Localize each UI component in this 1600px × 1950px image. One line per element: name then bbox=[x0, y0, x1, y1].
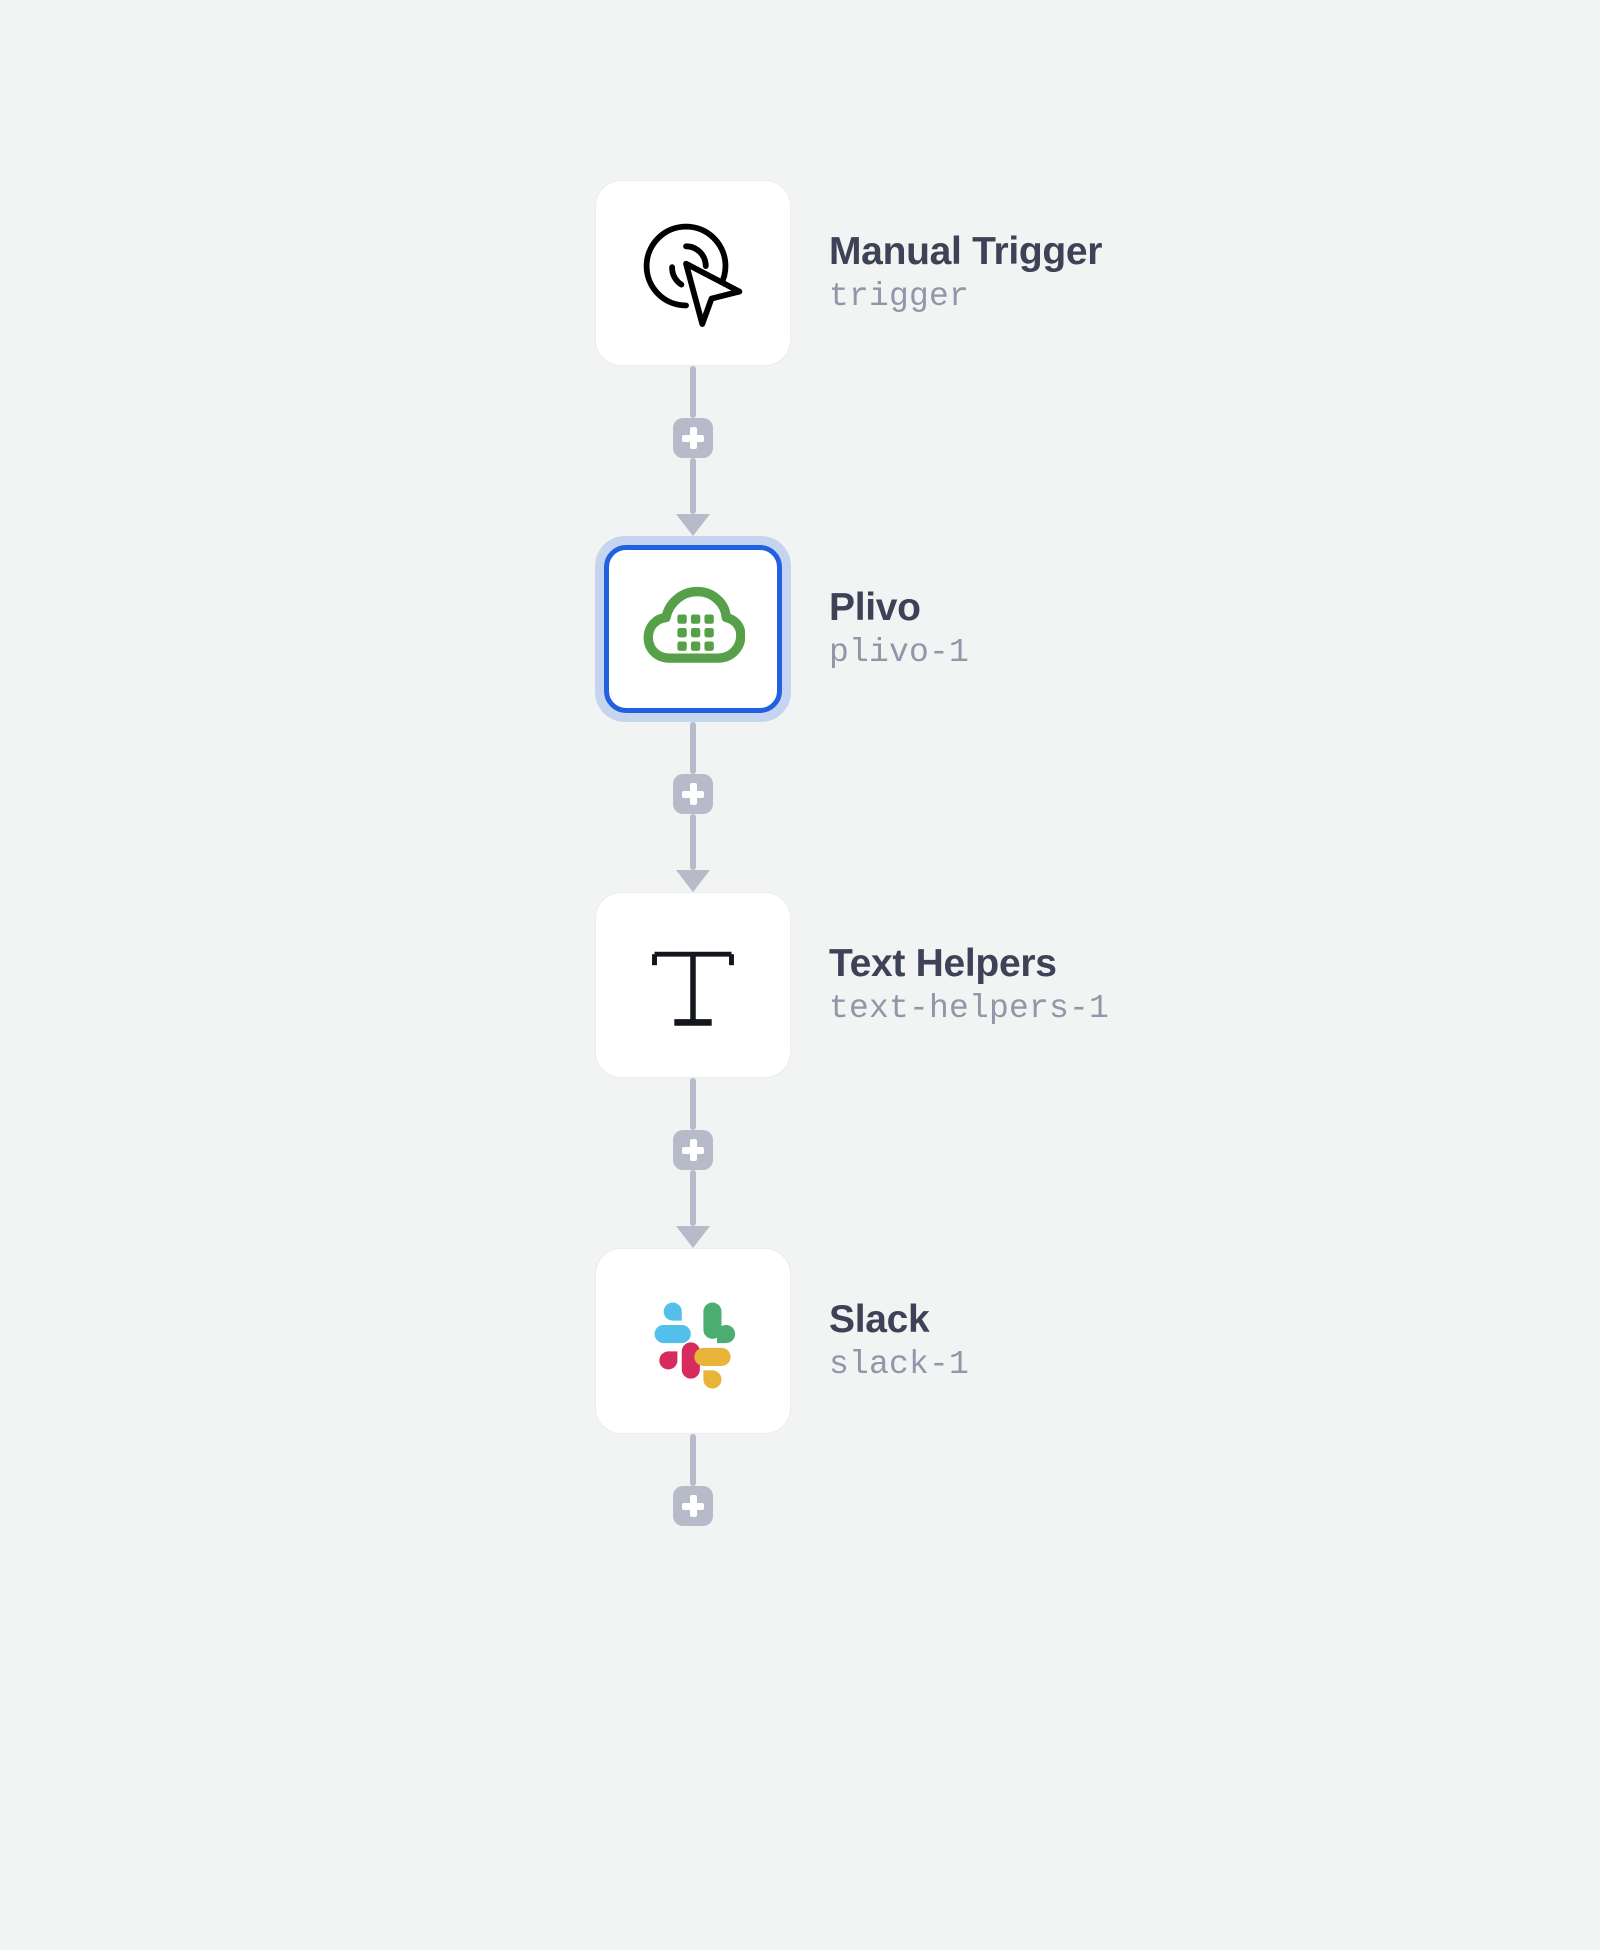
add-node-button[interactable] bbox=[673, 1130, 713, 1170]
node-subtitle: text-helpers-1 bbox=[829, 990, 1110, 1028]
workflow-node-plivo[interactable]: Plivo plivo-1 bbox=[595, 536, 969, 722]
arrow-head-icon bbox=[676, 1226, 710, 1248]
connector-line bbox=[690, 722, 696, 774]
connector-4 bbox=[595, 1434, 791, 1526]
node-subtitle: trigger bbox=[829, 278, 970, 316]
connector-line bbox=[690, 366, 696, 418]
workflow-node-text-helpers[interactable]: Text Helpers text-helpers-1 bbox=[595, 892, 1109, 1078]
workflow-node-slack[interactable]: Slack slack-1 bbox=[595, 1248, 969, 1434]
connector-line bbox=[690, 814, 696, 870]
connector-2 bbox=[595, 722, 791, 892]
node-title: Slack bbox=[829, 1297, 930, 1341]
node-title: Text Helpers bbox=[829, 941, 1057, 985]
connector-line bbox=[690, 458, 696, 514]
node-card[interactable] bbox=[595, 180, 791, 366]
node-labels: Slack slack-1 bbox=[829, 1298, 969, 1385]
connector-line bbox=[690, 1170, 696, 1226]
slack-logo-icon bbox=[633, 1281, 753, 1401]
node-card[interactable] bbox=[595, 892, 791, 1078]
node-labels: Text Helpers text-helpers-1 bbox=[829, 942, 1109, 1029]
workflow-flow: Manual Trigger trigger bbox=[595, 180, 1595, 1526]
node-card-selected[interactable] bbox=[595, 536, 791, 722]
arrow-head-icon bbox=[676, 870, 710, 892]
node-title: Plivo bbox=[829, 585, 921, 629]
add-node-button[interactable] bbox=[673, 774, 713, 814]
serif-t-icon bbox=[633, 925, 753, 1045]
node-subtitle: plivo-1 bbox=[829, 634, 970, 672]
add-node-button[interactable] bbox=[673, 418, 713, 458]
node-labels: Manual Trigger trigger bbox=[829, 230, 1102, 317]
connector-1 bbox=[595, 366, 791, 536]
connector-line bbox=[690, 1078, 696, 1130]
connector-line bbox=[690, 1434, 696, 1486]
arrow-head-icon bbox=[676, 514, 710, 536]
workflow-node-manual-trigger[interactable]: Manual Trigger trigger bbox=[595, 180, 1102, 366]
plus-icon bbox=[682, 783, 704, 805]
node-subtitle: slack-1 bbox=[829, 1346, 970, 1384]
connector-3 bbox=[595, 1078, 791, 1248]
plus-icon bbox=[682, 427, 704, 449]
add-node-button[interactable] bbox=[673, 1486, 713, 1526]
node-labels: Plivo plivo-1 bbox=[829, 586, 969, 673]
plus-icon bbox=[682, 1495, 704, 1517]
plus-icon bbox=[682, 1139, 704, 1161]
cursor-click-icon bbox=[633, 213, 753, 333]
node-card[interactable] bbox=[595, 1248, 791, 1434]
plivo-cloud-dialpad-icon bbox=[633, 569, 753, 689]
node-title: Manual Trigger bbox=[829, 229, 1103, 273]
